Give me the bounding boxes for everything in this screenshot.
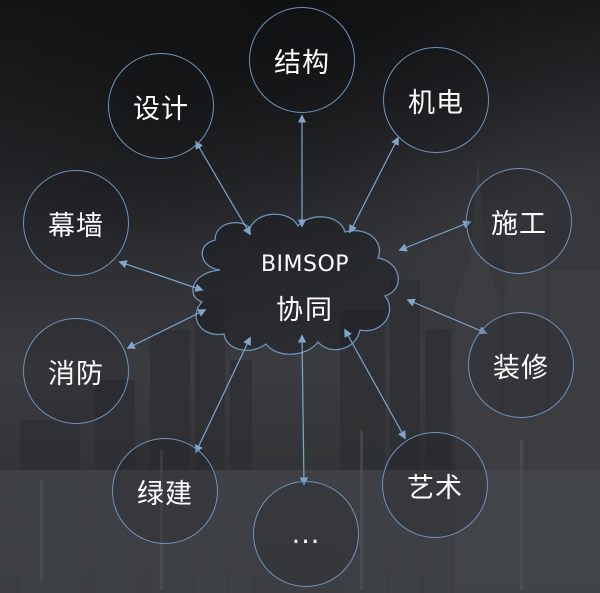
node-curtain-wall: 幕墙	[23, 170, 129, 276]
node-label: 幕墙	[48, 210, 104, 242]
connector-art	[344, 328, 406, 440]
node-label: 消防	[48, 358, 104, 390]
node-label: 装修	[493, 352, 549, 384]
hub-cloud-icon	[192, 213, 399, 355]
connector-fire-protection	[126, 309, 207, 349]
connector-design	[195, 140, 251, 236]
connector-decoration	[406, 298, 488, 335]
node-label: ...	[291, 518, 321, 550]
node-design: 设计	[108, 53, 214, 159]
hub-title: BIMSOP	[260, 252, 350, 277]
connector-green-building	[195, 336, 251, 454]
node-structure: 结构	[249, 7, 355, 113]
connector-mep	[349, 136, 399, 234]
node-label: 绿建	[137, 478, 193, 510]
node-art: 艺术	[382, 432, 488, 538]
node-green-building: 绿建	[112, 438, 218, 544]
node-construction: 施工	[466, 168, 572, 274]
hub-subtitle: 协同	[276, 295, 334, 326]
node-mep: 机电	[383, 47, 489, 153]
connector-more	[297, 334, 309, 486]
node-decoration: 装修	[468, 312, 574, 418]
node-label: 艺术	[407, 472, 463, 504]
node-label: 机电	[408, 87, 464, 119]
connector-construction	[398, 220, 472, 252]
node-label: 结构	[274, 47, 330, 79]
node-more: ...	[253, 481, 359, 587]
node-fire-protection: 消防	[23, 318, 129, 424]
node-label: 施工	[491, 208, 547, 240]
connector-curtain-wall	[118, 260, 204, 292]
node-label: 设计	[133, 93, 189, 125]
